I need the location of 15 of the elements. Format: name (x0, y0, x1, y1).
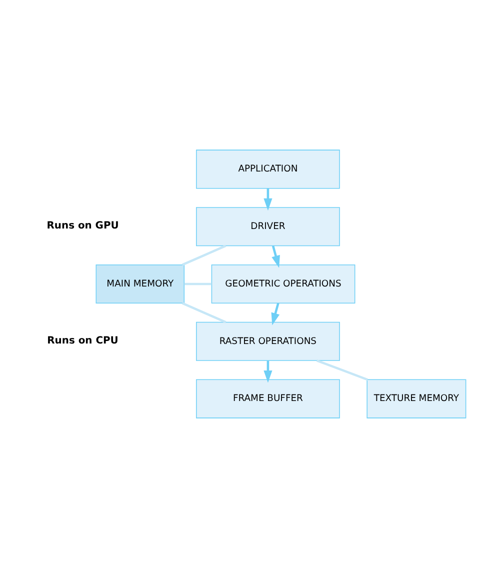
connector (184, 282, 212, 286)
node-box: FRAME BUFFER (196, 379, 340, 418)
arrow (264, 188, 272, 211)
connector (316, 359, 368, 381)
node-box: GEOMETRIC OPERATIONS (211, 264, 356, 304)
arrow (272, 246, 280, 268)
node-box: DRIVER (196, 207, 340, 246)
label: Runs on CPU (47, 335, 118, 346)
label: Runs on GPU (46, 220, 119, 232)
node-box: APPLICATION (196, 150, 340, 189)
node-box: MAIN MEMORY (96, 264, 185, 304)
arrow (271, 303, 280, 326)
node-box: RASTER OPERATIONS (196, 322, 340, 361)
arrow (264, 360, 272, 383)
node-box: TEXTURE MEMORY (366, 379, 466, 418)
